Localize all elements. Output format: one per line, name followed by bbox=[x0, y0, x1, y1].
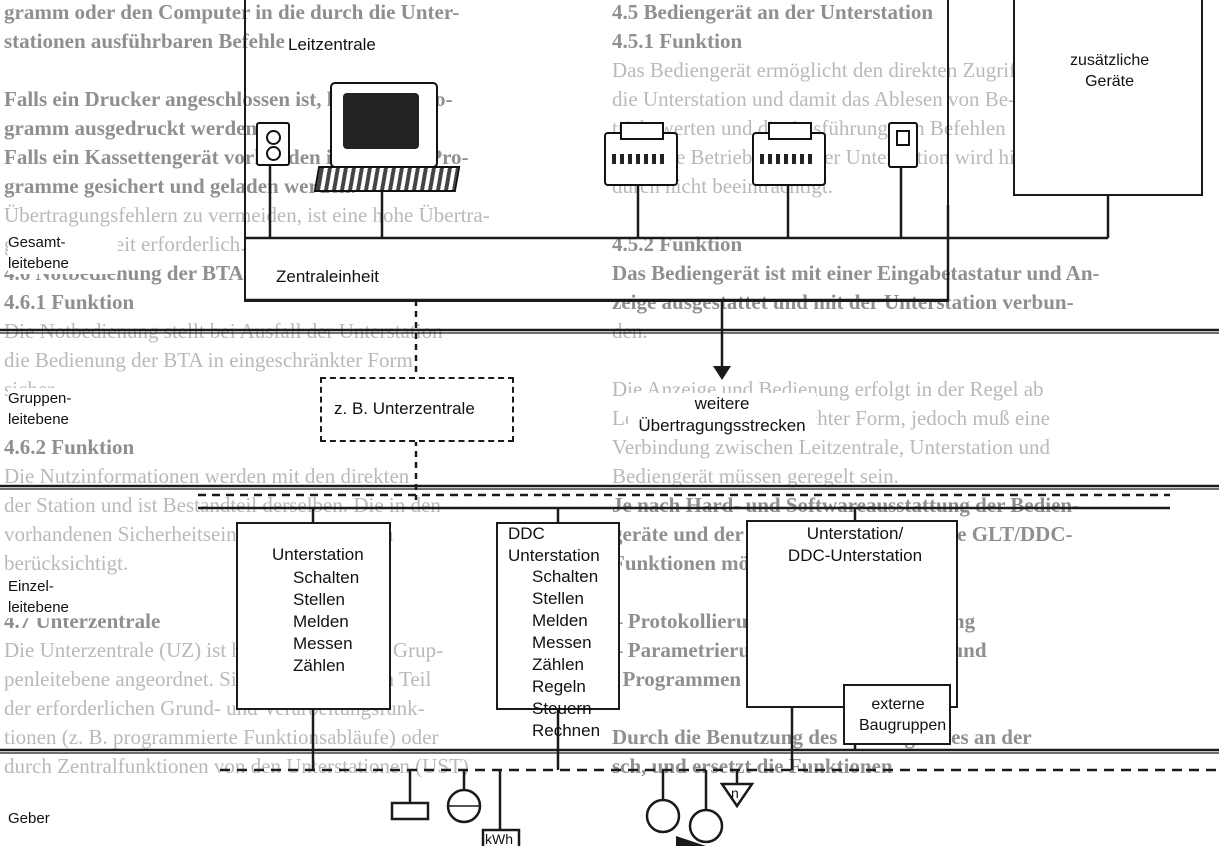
unterstation-function: Messen bbox=[293, 634, 353, 653]
printer-icon-2 bbox=[752, 122, 826, 186]
unterstation-function: Zählen bbox=[293, 656, 345, 675]
unterstation-box bbox=[236, 522, 391, 710]
computer-terminal-icon bbox=[330, 82, 438, 168]
ddc-function: Steuern bbox=[532, 699, 592, 718]
unterstation-ddc-title: Unterstation/ DDC-Unterstation bbox=[787, 524, 923, 565]
unterstation-function-list: Schalten Stellen Melden Messen Zählen bbox=[293, 567, 359, 677]
externe-baugruppen-box bbox=[843, 684, 951, 745]
unterstation-title: Unterstation bbox=[272, 545, 364, 564]
externe-baugruppen-label: externe Baugruppen bbox=[859, 696, 947, 734]
valve-icon bbox=[688, 808, 724, 844]
ddc-function-list: Schalten Stellen Melden Messen Zählen Re… bbox=[532, 566, 600, 742]
ddc-function: Zählen bbox=[532, 655, 584, 674]
level-einzelleitebene: Einzel- leitebene bbox=[8, 576, 118, 618]
printer-icon bbox=[604, 122, 678, 186]
level-gruppenleitebene: Gruppen- leitebene bbox=[8, 388, 118, 430]
unterstation-function: Schalten bbox=[293, 568, 360, 587]
keyboard-icon bbox=[313, 166, 461, 192]
leitzentrale-title: Leitzentrale bbox=[288, 35, 376, 54]
ddc-function: Rechnen bbox=[532, 721, 601, 740]
unterstation-ddc-box bbox=[746, 520, 958, 708]
zusaetzliche-geraete-label: zusätzliche Geräte bbox=[1070, 52, 1150, 90]
actuator-box bbox=[390, 801, 430, 821]
leitzentrale-box bbox=[244, 0, 949, 302]
zentraleinheit-label: Zentraleinheit bbox=[276, 267, 380, 286]
ddc-function: Messen bbox=[532, 633, 592, 652]
zusaetzliche-geraete-box bbox=[1013, 0, 1203, 196]
ddc-unterstation-box bbox=[496, 522, 620, 710]
unterstation-function: Stellen bbox=[293, 590, 345, 609]
ddc-unterstation-title: DDC Unterstation bbox=[508, 524, 600, 565]
weitere-uebertragungsstrecken-label: weitere Übertragungsstrecken bbox=[628, 393, 816, 437]
unterstation-function: Melden bbox=[293, 612, 349, 631]
ddc-function: Regeln bbox=[532, 677, 586, 696]
ddc-function: Melden bbox=[532, 611, 588, 630]
level-gesamtleitebene: Gesamt- leitebene bbox=[8, 232, 118, 274]
flow-sensor-icon bbox=[645, 798, 681, 834]
unterzentrale-box bbox=[320, 377, 514, 442]
cassette-device-icon bbox=[888, 122, 918, 168]
ddc-function: Schalten bbox=[532, 567, 599, 586]
tape-drive-icon bbox=[256, 122, 290, 166]
level-geber: Geber bbox=[8, 808, 118, 829]
ddc-function: Stellen bbox=[532, 589, 584, 608]
kwh-label: kWh bbox=[485, 831, 513, 847]
speed-label: n bbox=[731, 785, 739, 801]
unterzentrale-label: z. B. Unterzentrale bbox=[334, 399, 475, 418]
